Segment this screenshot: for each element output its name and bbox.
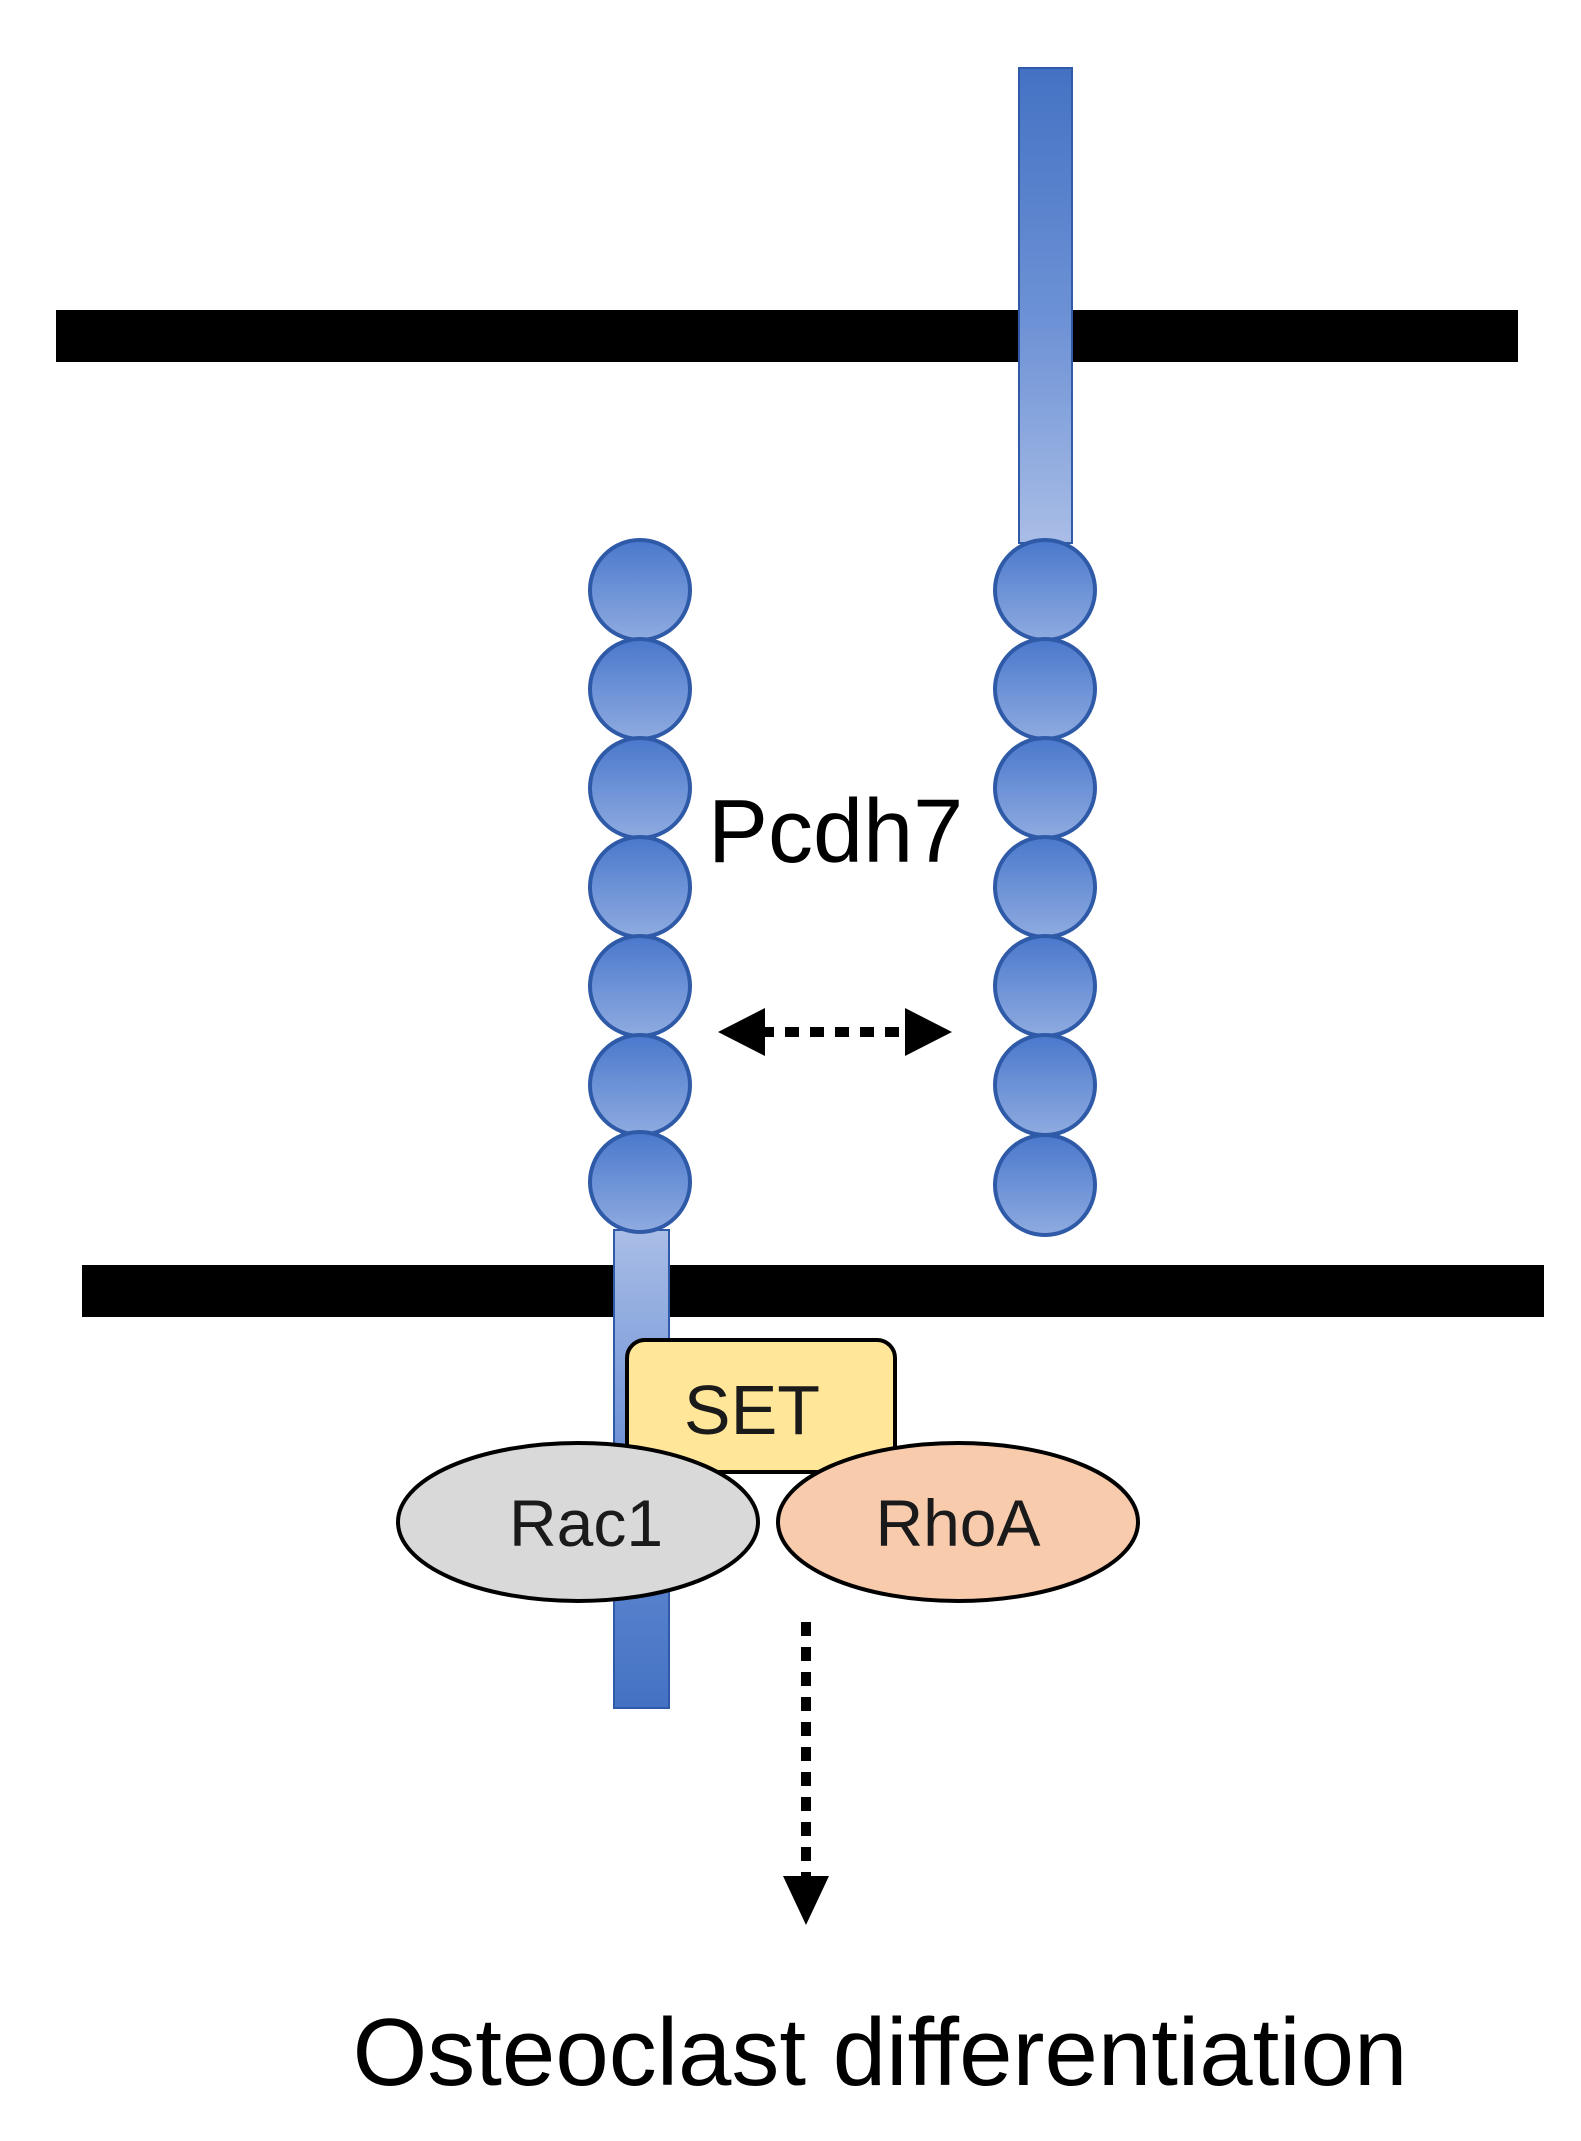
left-ec-domain-2 [588,637,692,741]
interaction-arrowhead-left [718,1008,765,1056]
interaction-arrowhead-right [905,1008,952,1056]
left-ec-domain-1 [588,538,692,642]
rhoa-ellipse [776,1441,1140,1603]
downstream-arrowhead [783,1876,829,1925]
downstream-signaling-arrow [783,1622,829,1925]
right-ec-domain-1 [993,538,1097,642]
right-ec-domain-2 [993,637,1097,741]
right-ec-domain-5 [993,934,1097,1038]
left-ec-domain-7 [588,1130,692,1234]
rac1-label: Rac1 [509,1486,663,1560]
left-ec-domain-3 [588,736,692,840]
pcdh7-label: Pcdh7 [708,782,963,882]
osteoclast-differentiation-label: Osteoclast differentiation [353,1999,1408,2106]
lower-membrane [82,1265,1544,1317]
right-pcdh7-transmembrane-stalk [1018,67,1073,544]
set-protein-box [625,1338,897,1474]
rac1-ellipse [396,1441,760,1603]
homophilic-interaction-arrow [718,1008,952,1056]
right-ec-domain-6 [993,1033,1097,1137]
right-pcdh7-ectodomain [993,538,1097,1237]
upper-membrane [56,310,1518,362]
right-ec-domain-3 [993,736,1097,840]
left-pcdh7-ectodomain [588,538,692,1234]
left-ec-domain-4 [588,835,692,939]
set-label: SET [684,1371,820,1449]
right-ec-domain-7 [993,1133,1097,1237]
rhoa-label: RhoA [875,1486,1040,1560]
right-ec-domain-4 [993,835,1097,939]
left-ec-domain-6 [588,1033,692,1137]
left-ec-domain-5 [588,934,692,1038]
